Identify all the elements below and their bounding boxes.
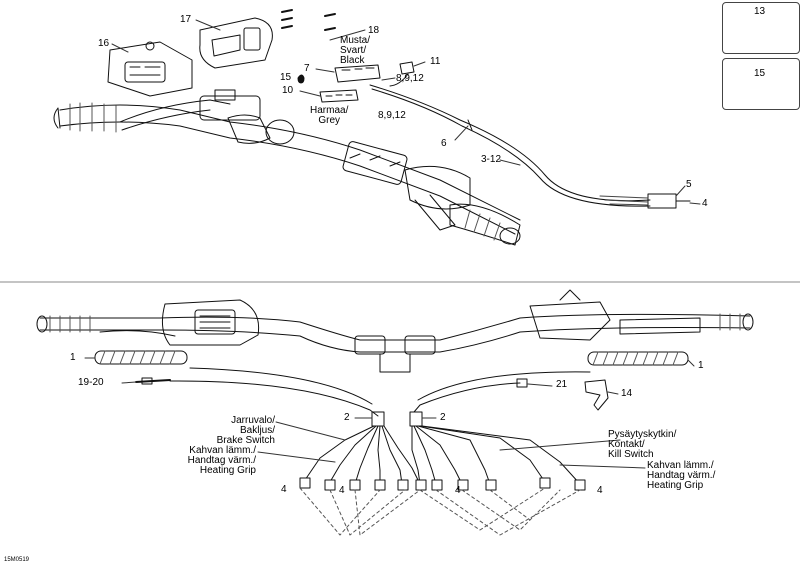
callout-4-b: 4 (339, 485, 345, 496)
callout-8-9-12-upper: 8,9,12 (396, 73, 424, 84)
callout-17: 17 (180, 14, 192, 25)
callout-11: 11 (430, 56, 441, 67)
callout-15-top: 15 (280, 72, 292, 83)
callout-21: 21 (556, 379, 568, 390)
inset-box-13 (722, 2, 800, 54)
callout-2-right: 2 (440, 412, 446, 423)
label-musta-svart-black: Musta/ Svart/ Black (340, 35, 371, 66)
callout-4-top: 4 (702, 198, 708, 209)
callout-1-left: 1 (70, 352, 76, 363)
callout-1-right: 1 (698, 360, 704, 371)
handlebar-assembled (36, 289, 754, 536)
callout-3-12: 3-12 (481, 154, 502, 165)
callout-10: 10 (282, 85, 294, 96)
callout-4-a: 4 (281, 484, 287, 495)
callout-7: 7 (304, 63, 310, 74)
label-harmaa-grey: Harmaa/ Grey (310, 105, 349, 126)
callout-4-c: 4 (455, 485, 461, 496)
callout-15-box: 15 (754, 68, 766, 79)
callout-19-20: 19-20 (78, 377, 104, 388)
callout-13: 13 (754, 6, 766, 17)
label-heating-grip-left: Kahvan lämm./ Handtag värm./ Heating Gri… (187, 445, 256, 476)
handlebar-exploded (53, 9, 691, 246)
callout-2-left: 2 (344, 412, 350, 423)
callout-18: 18 (368, 25, 380, 36)
callout-16: 16 (98, 38, 110, 49)
callout-8-9-12-lower: 8,9,12 (378, 110, 406, 121)
callout-14: 14 (621, 388, 633, 399)
inset-box-15 (722, 58, 800, 110)
callout-6: 6 (441, 138, 447, 149)
callout-4-d: 4 (597, 485, 603, 496)
label-kill-switch: Pysäytyskytkin/ Kontakt/ Kill Switch (608, 429, 677, 460)
label-heating-grip-right: Kahvan lämm./ Handtag värm./ Heating Gri… (647, 460, 716, 491)
label-brake-switch: Jarruvalo/ Bakljus/ Brake Switch (216, 415, 275, 446)
leader-lines (84, 19, 701, 419)
callout-5: 5 (686, 179, 692, 190)
diagram-code: 15M0519 (4, 557, 30, 563)
